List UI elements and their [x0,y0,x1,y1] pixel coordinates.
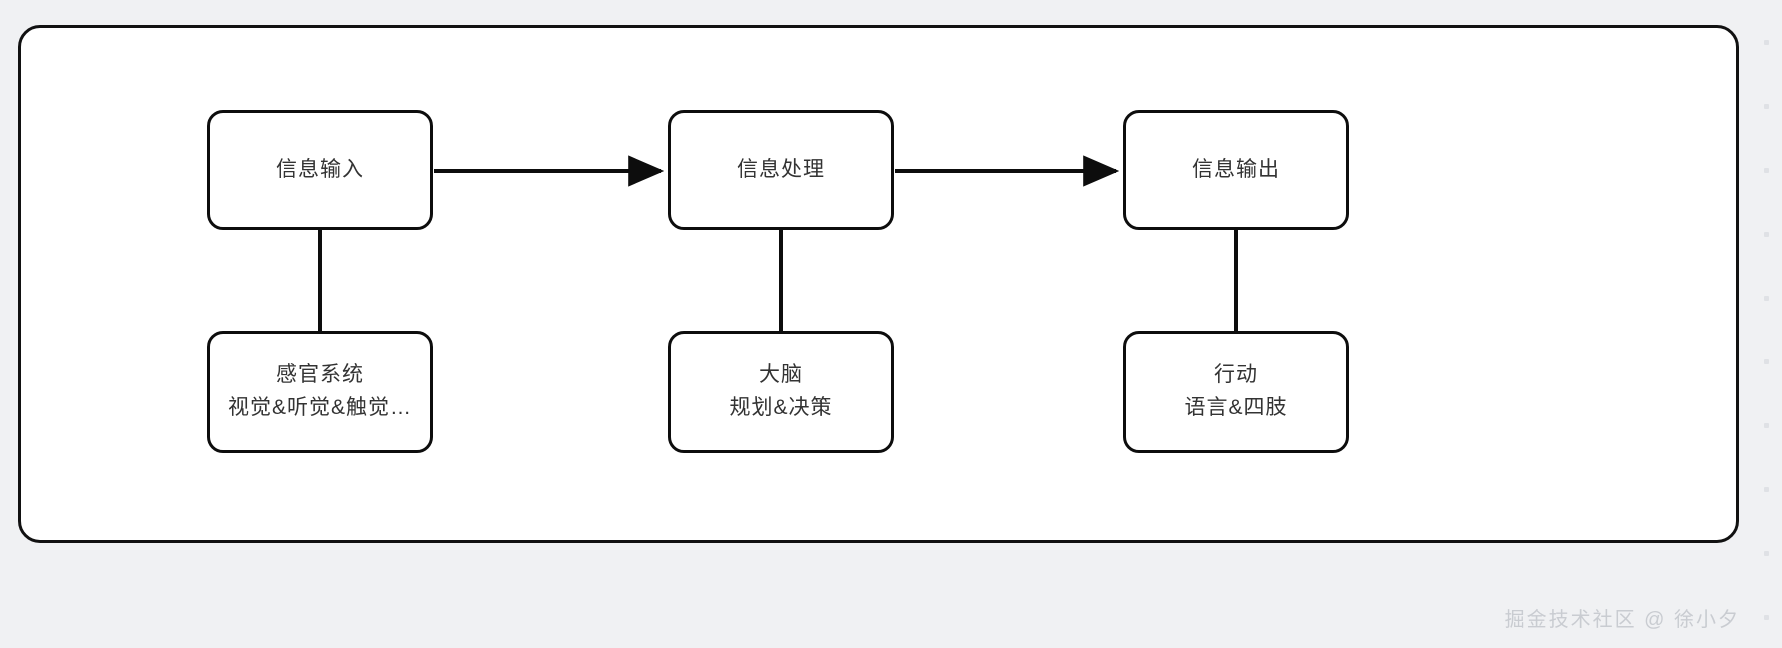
node-sensory-system[interactable]: 感官系统 视觉&听觉&触觉… [207,331,433,453]
node-label: 信息输出 [1192,157,1280,181]
node-subtitle: 视觉&听觉&触觉… [227,396,412,419]
node-information-processing[interactable]: 信息处理 [668,110,894,230]
node-information-output[interactable]: 信息输出 [1123,110,1349,230]
rail-dot [1763,167,1769,173]
rail-dot [1763,423,1769,429]
right-edge-dot-rail [1762,40,1770,620]
node-brain[interactable]: 大脑 规划&决策 [668,331,894,453]
node-label: 信息输入 [276,157,364,181]
rail-dot [1763,295,1769,301]
rail-dot [1763,231,1769,237]
node-action[interactable]: 行动 语言&四肢 [1123,331,1349,453]
diagram-canvas-card [18,25,1739,543]
rail-dot [1763,359,1769,365]
node-subtitle: 语言&四肢 [1184,396,1288,419]
node-title: 大脑 [759,363,803,387]
rail-dot [1763,551,1769,556]
watermark-text: 掘金技术社区 @ 徐小夕 [1504,609,1740,631]
rail-dot [1763,614,1769,620]
rail-dot [1763,487,1769,493]
rail-dot [1763,103,1769,109]
rail-dot [1763,40,1769,45]
node-title: 行动 [1214,363,1258,387]
node-title: 感官系统 [276,363,364,387]
node-label: 信息处理 [737,157,825,181]
node-subtitle: 规划&决策 [729,396,833,419]
node-information-input[interactable]: 信息输入 [207,110,433,230]
